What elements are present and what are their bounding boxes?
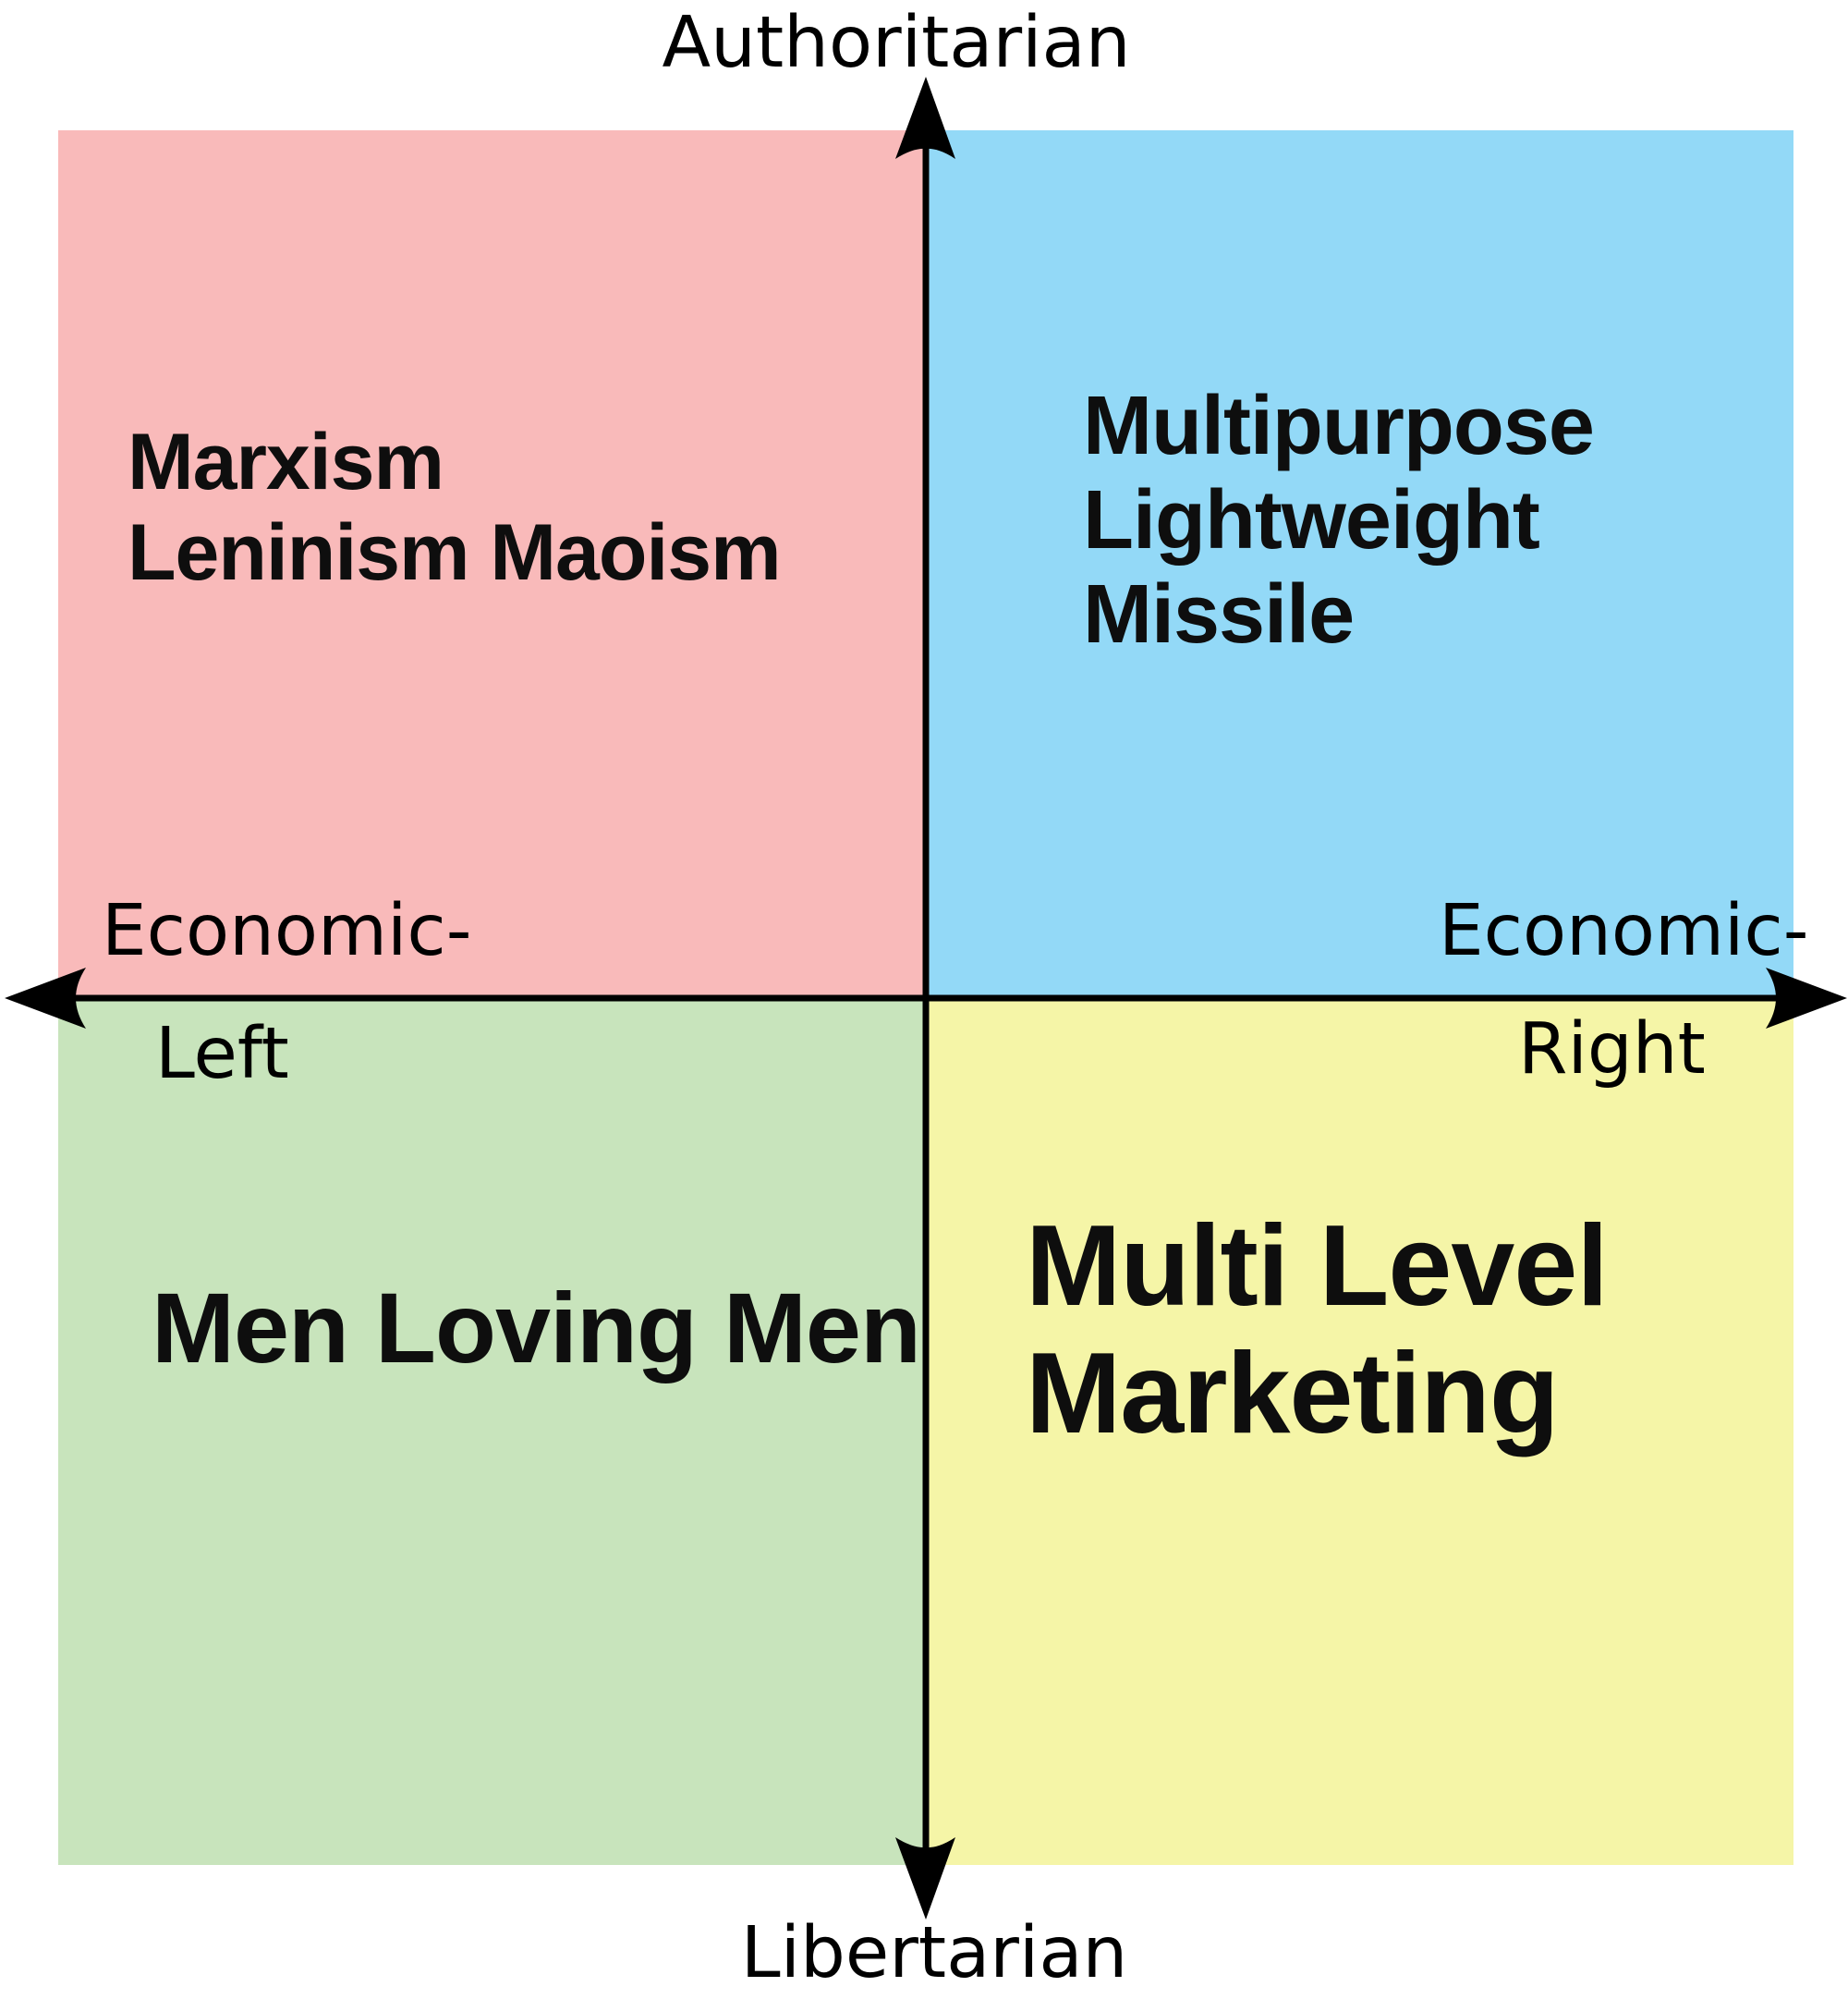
quadrant-label-line: Marxism [128, 418, 444, 506]
quadrant-label-authoritarian-left: Marxism Leninism Maoism [128, 417, 782, 598]
quadrant-authoritarian-right [926, 130, 1793, 998]
quadrant-libertarian-right [926, 998, 1793, 1865]
quadrant-label-line: Multi Level [1026, 1202, 1609, 1330]
axis-label-libertarian: Libertarian [740, 1912, 1128, 1994]
axis-label-authoritarian: Authoritarian [662, 2, 1131, 84]
quadrant-label-authoritarian-right: Multipurpose Lightweight Missile [1083, 379, 1595, 662]
quadrant-label-libertarian-right: Multi Level Marketing [1026, 1202, 1609, 1457]
quadrant-label-libertarian-left: Men Loving Men [152, 1272, 921, 1383]
quadrant-label-line: Lightweight [1083, 474, 1540, 567]
axis-label-economic-left-line2: Left [155, 1013, 289, 1095]
quadrant-label-line: Leninism Maoism [128, 508, 782, 597]
axis-label-economic-left-line1: Economic- [102, 890, 472, 972]
quadrant-label-line: Missile [1083, 568, 1355, 661]
quadrant-label-line: Multipurpose [1083, 380, 1595, 472]
axis-label-economic-right-line1: Economic- [1439, 890, 1809, 972]
quadrant-libertarian-left [58, 998, 926, 1865]
quadrant-authoritarian-left [58, 130, 926, 998]
quadrant-label-line: Men Loving Men [152, 1272, 921, 1383]
quadrant-label-line: Marketing [1026, 1330, 1560, 1457]
axis-label-economic-right-line2: Right [1518, 1008, 1706, 1091]
